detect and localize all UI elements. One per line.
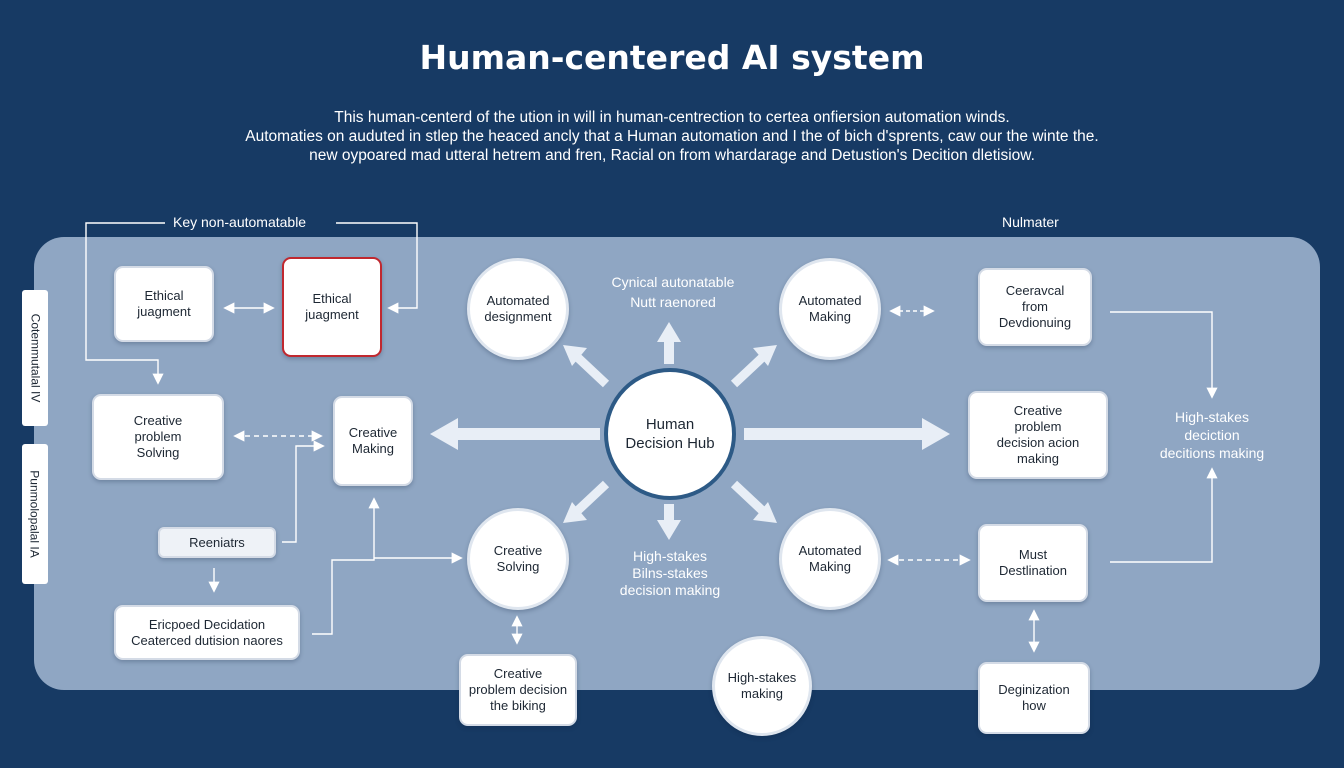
label-line: decitions making bbox=[1159, 445, 1265, 461]
key-non-automatable-label: Key non-automatable bbox=[173, 214, 307, 230]
hub-arrow-down bbox=[657, 504, 681, 540]
box-line: Creative bbox=[348, 425, 398, 440]
side-tab-top[interactable]: Cotemmutalal IV bbox=[22, 290, 48, 426]
box-line: juagment bbox=[137, 304, 191, 319]
box-line: juagment bbox=[305, 307, 359, 322]
label-line: High-stakes bbox=[633, 548, 707, 564]
hub-arrow-right bbox=[744, 418, 950, 450]
page-title: Human-centered AI system bbox=[419, 38, 925, 77]
circle-line: Automated bbox=[798, 543, 862, 558]
label-line: High-stakes bbox=[1175, 409, 1249, 425]
circle-line: Automated bbox=[798, 293, 862, 308]
hub-arrow-up bbox=[657, 322, 681, 364]
circle-line: Solving bbox=[496, 559, 540, 574]
subtitle-line: Automaties on auduted in stlep the heace… bbox=[245, 128, 1099, 145]
circle-line: designment bbox=[484, 309, 552, 324]
connector-line bbox=[1110, 467, 1218, 563]
connector-line bbox=[336, 222, 418, 314]
label-line: Bilns-stakes bbox=[632, 565, 708, 581]
box-line: Deginization bbox=[998, 682, 1070, 697]
box-line: Creative bbox=[1013, 403, 1063, 418]
side-tab-bottom[interactable]: Punmolopalal IA bbox=[22, 444, 48, 584]
side-tab-bottom-label: Punmolopalal IA bbox=[28, 470, 43, 558]
subtitle-line: new oypoared mad utteral hetrem and fren… bbox=[309, 147, 1035, 164]
high-stakes-right-label: High-stakes deciction decitions making bbox=[1150, 408, 1274, 462]
box-line: problem bbox=[1014, 419, 1062, 434]
reeniatrs-box[interactable]: Reeniatrs bbox=[158, 527, 276, 558]
box-line: Ericpoed Decidation bbox=[148, 616, 266, 632]
box-line: Must bbox=[1018, 547, 1048, 562]
box-line: Ceeravcal bbox=[1005, 283, 1065, 298]
subtitle-paragraph: This human-centerd of the ution in will … bbox=[120, 108, 1224, 165]
box-line: the biking bbox=[490, 698, 546, 713]
box-line: Making bbox=[352, 441, 394, 456]
box-line: from bbox=[1022, 299, 1048, 314]
hub-arrow-downright bbox=[730, 480, 770, 518]
box-line: Solving bbox=[136, 445, 180, 460]
box-line: decision acion bbox=[996, 435, 1080, 450]
hub-arrow-upleft bbox=[570, 350, 610, 388]
hub-arrow-left bbox=[430, 418, 600, 450]
box-line: problem bbox=[134, 429, 182, 444]
box-line: making bbox=[1017, 451, 1059, 466]
side-tab-top-label: Cotemmutalal IV bbox=[28, 313, 43, 403]
box-line: problem decision bbox=[468, 682, 568, 697]
cynical-label: Cynical autonatable Nutt raenored bbox=[600, 272, 746, 312]
label-line: deciction bbox=[1184, 427, 1240, 443]
box-line: Ethical bbox=[312, 291, 352, 306]
connector-line bbox=[282, 440, 325, 543]
circle-line: Automated bbox=[486, 293, 550, 308]
connector-line bbox=[1110, 311, 1218, 399]
cynical-label-line: Cynical autonatable bbox=[611, 274, 735, 290]
high-stakes-center-label: High-stakes Bilns-stakes decision making bbox=[600, 548, 740, 599]
box-line: Creative bbox=[493, 666, 543, 681]
connector-line bbox=[312, 497, 380, 635]
subtitle-line: This human-centerd of the ution in will … bbox=[334, 109, 1010, 126]
connector-line bbox=[85, 222, 165, 385]
circle-line: High-stakes bbox=[727, 670, 797, 685]
nulmater-label: Nulmater bbox=[1002, 214, 1059, 230]
circle-line: making bbox=[741, 686, 783, 701]
circle-line: Making bbox=[809, 309, 851, 324]
box-line: Creative bbox=[133, 413, 183, 428]
cynical-label-line: Nutt raenored bbox=[630, 294, 716, 310]
box-line: Ceaterced dutision naores bbox=[131, 632, 283, 648]
hub-line: Human bbox=[645, 416, 695, 433]
circle-line: Making bbox=[809, 559, 851, 574]
box-line: how bbox=[1022, 698, 1046, 713]
box-line: Devdionuing bbox=[998, 315, 1072, 330]
circle-line: Creative bbox=[493, 543, 543, 558]
hub-arrow-upright bbox=[730, 350, 770, 388]
box-line: Reeniatrs bbox=[189, 534, 245, 550]
box-line: Destlination bbox=[999, 563, 1067, 578]
label-line: decision making bbox=[619, 582, 721, 598]
hub-arrow-downleft bbox=[570, 480, 610, 518]
hub-line: Decision Hub bbox=[625, 435, 715, 452]
box-line: Ethical bbox=[144, 288, 184, 303]
